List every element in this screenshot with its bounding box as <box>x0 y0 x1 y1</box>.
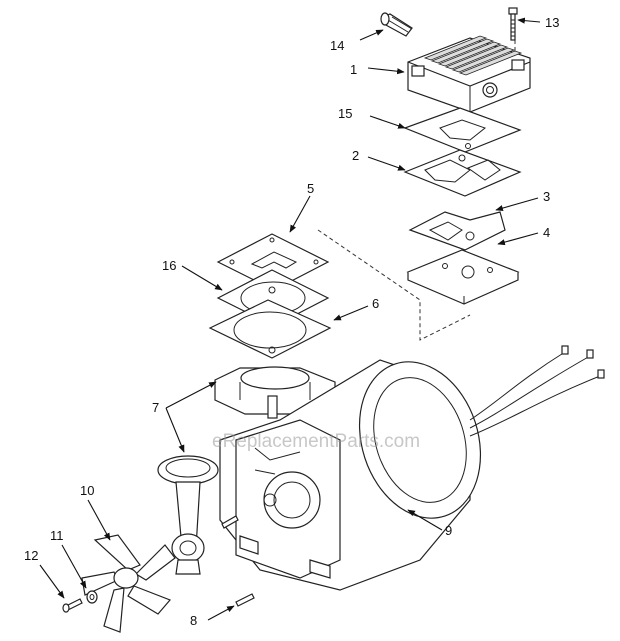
callout-8: 8 <box>190 613 197 628</box>
leader-lines <box>39 17 541 621</box>
rod-screw-part <box>221 515 255 607</box>
callout-7: 7 <box>152 400 159 415</box>
callout-11: 11 <box>50 528 64 543</box>
callout-3: 3 <box>543 189 550 204</box>
callout-14: 14 <box>330 38 344 53</box>
piston-rod-part <box>157 455 219 575</box>
callout-12: 12 <box>24 548 38 563</box>
fan-part <box>81 534 176 633</box>
fan-screw-part <box>62 598 83 613</box>
watermark-text: eReplacementParts.com <box>212 431 420 452</box>
callout-9: 9 <box>445 523 452 538</box>
washer-part <box>86 590 98 604</box>
fitting-part <box>380 12 413 37</box>
cylinder-head-part <box>407 35 531 113</box>
head-bolt-part <box>508 7 518 41</box>
callout-1: 1 <box>350 62 357 77</box>
base-plate-part <box>406 249 520 305</box>
motor-wires <box>469 345 605 437</box>
head-gasket-part <box>403 107 522 153</box>
callout-16: 16 <box>162 258 176 273</box>
callout-10: 10 <box>80 483 94 498</box>
valve-gasket-part <box>408 211 506 251</box>
callout-6: 6 <box>372 296 379 311</box>
callout-13: 13 <box>545 15 559 30</box>
motor-housing-part <box>219 359 482 591</box>
callout-5: 5 <box>307 181 314 196</box>
callout-15: 15 <box>338 106 352 121</box>
valve-plate-part <box>403 149 522 197</box>
callout-labels: 13 14 1 15 2 3 4 5 16 6 7 9 10 11 12 8 <box>24 15 559 628</box>
callout-2: 2 <box>352 148 359 163</box>
callout-4: 4 <box>543 225 550 240</box>
valve-gasket-lower-part <box>208 299 332 359</box>
